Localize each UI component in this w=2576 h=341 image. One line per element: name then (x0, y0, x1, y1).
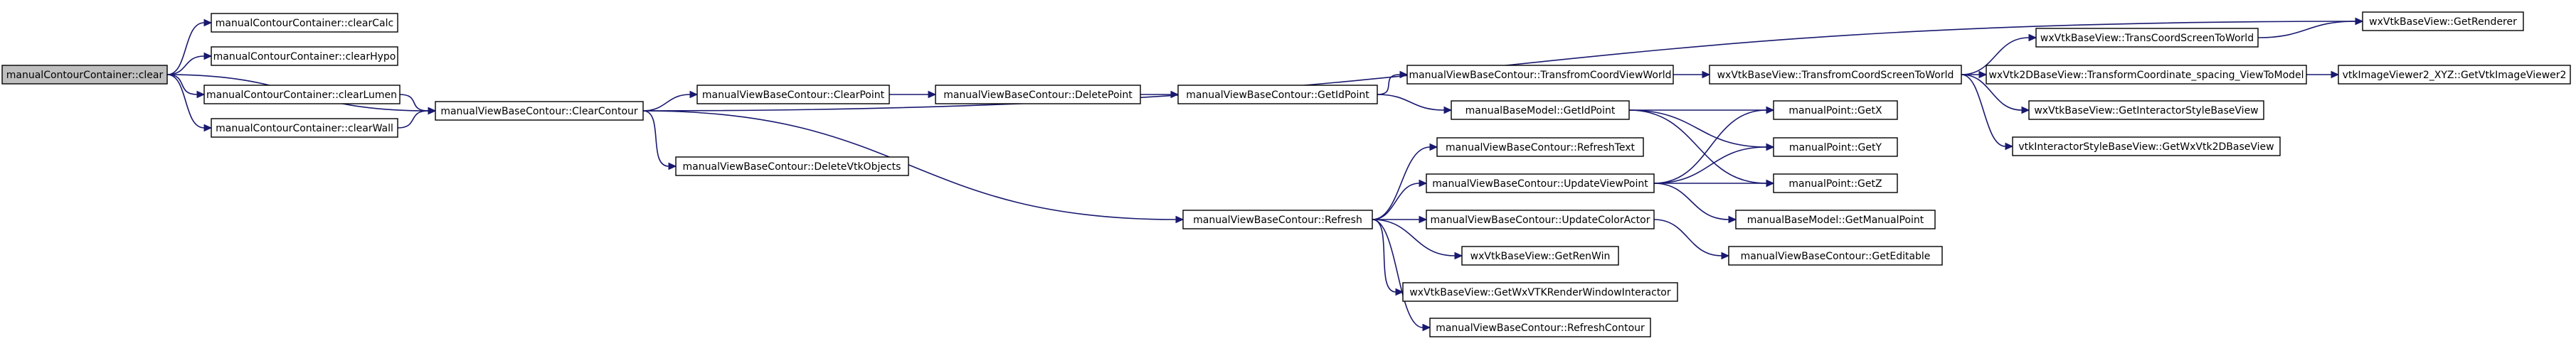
node-GetY[interactable]: manualPoint::GetY (1773, 137, 1898, 157)
edge-ClearContour-to-DeleteVtkObjects (642, 110, 677, 170)
node-label: manualViewBaseContour::RefreshContour (1436, 323, 1645, 334)
node-GetEditable[interactable]: manualViewBaseContour::GetEditable (1728, 246, 1943, 266)
node-GetIdPoint-model[interactable]: manualBaseModel::GetIdPoint (1451, 100, 1630, 120)
edge-Refresh-to-UpdateViewPoint (1372, 179, 1428, 220)
edge-Refresh-to-GetRenWin (1372, 219, 1463, 260)
node-TransfromCoordViewWorld[interactable]: manualViewBaseContour::TransfromCoordVie… (1406, 65, 1674, 85)
edge-GetIdPoint-to-TransformCoordViewWorld (1377, 70, 1409, 95)
edge-GetIdPoint2-to-GetY (1628, 109, 1775, 151)
edge-UpdateViewPoint-to-GetY (1653, 143, 1775, 184)
node-label: manualBaseModel::GetIdPoint (1465, 105, 1616, 117)
node-GetIdPoint[interactable]: manualViewBaseContour::GetIdPoint (1177, 85, 1378, 104)
node-label: vtkInteractorStyleBaseView::GetWxVtk2DBa… (2018, 141, 2274, 153)
edge-clear-to-clearWall (166, 74, 213, 132)
edge-TransformCoordViewWorld-to-TransCoordScreenToWorld (1673, 70, 1711, 79)
edge-Refresh-to-RefreshText (1372, 143, 1438, 220)
node-TransfromCoordScreenToWorld[interactable]: wxVtkBaseView::TransfromCoordScreenToWor… (1709, 65, 1962, 85)
edge-Refresh-to-GetWxVTKRenderWindowInteractor (1372, 219, 1404, 296)
node-ClearPoint[interactable]: manualViewBaseContour::ClearPoint (696, 85, 890, 104)
edge-UpdateColorActor-to-GetEditable (1653, 219, 1730, 260)
edge-TransCoordScreenToWorld2-to-GetRenderer (2257, 17, 2364, 38)
node-clearWall[interactable]: manualContourContainer::clearWall (211, 118, 398, 138)
node-label: manualBaseModel::GetManualPoint (1747, 215, 1924, 226)
node-GetRenderer[interactable]: wxVtkBaseView::GetRenderer (2362, 11, 2524, 31)
node-label: manualPoint::GetX (1788, 105, 1882, 117)
node-GetWxVtk2DBaseView[interactable]: vtkInteractorStyleBaseView::GetWxVtk2DBa… (2012, 136, 2281, 156)
edge-clear-to-clearLumen (166, 74, 206, 99)
node-UpdateViewPoint[interactable]: manualViewBaseContour::UpdateViewPoint (1426, 173, 1655, 193)
node-label: manualViewBaseContour::DeleteVtkObjects (683, 161, 901, 173)
node-label: wxVtkBaseView::GetInteractorStyleBaseVie… (2034, 105, 2258, 117)
edge-Refresh-to-RefreshContour (1372, 219, 1431, 332)
edge-TransCoordScreenToWorld-to-GetInteractorStyleBaseView (1961, 74, 2030, 114)
node-clearCalc[interactable]: manualContourContainer::clearCalc (211, 13, 398, 33)
node-label: wxVtkBaseView::TransCoordScreenToWorld (2040, 33, 2254, 44)
node-label: manualViewBaseContour::UpdateColorActor (1431, 215, 1650, 226)
edge-TransCoordScreenToWorld-to-GetWxVtk2DBaseView (1961, 74, 2014, 151)
node-GetManualPoint[interactable]: manualBaseModel::GetManualPoint (1735, 210, 1936, 229)
edge-TransformCoordinate-to-GetVtkImageViewer (2306, 70, 2340, 79)
node-Refresh[interactable]: manualViewBaseContour::Refresh (1182, 210, 1373, 229)
node-GetInteractorStyleBaseView[interactable]: wxVtkBaseView::GetInteractorStyleBaseVie… (2028, 100, 2264, 120)
node-label: manualContourContainer::clearLumen (206, 90, 397, 101)
node-DeleteVtkObjects[interactable]: manualViewBaseContour::DeleteVtkObjects (675, 156, 909, 176)
node-GetRenWin[interactable]: wxVtkBaseView::GetRenWin (1461, 246, 1619, 266)
node-GetVtkImageViewer2[interactable]: vtkImageViewer2_XYZ::GetVtkImageViewer2 (2338, 65, 2571, 85)
node-clear[interactable]: manualContourContainer::clear (1, 65, 168, 85)
node-RefreshContour[interactable]: manualViewBaseContour::RefreshContour (1429, 318, 1651, 337)
edge-TransCoordScreenToWorld-to-TransCoordScreenToWorld2 (1961, 33, 2037, 75)
node-label: manualViewBaseContour::ClearPoint (702, 90, 885, 101)
node-label: manualPoint::GetY (1789, 142, 1882, 153)
edge-clear-to-clearHypo (166, 52, 213, 75)
node-label: manualContourContainer::clearWall (216, 123, 393, 134)
node-label: manualViewBaseContour::UpdateViewPoint (1432, 178, 1648, 190)
edge-UpdateViewPoint-to-GetX (1653, 106, 1775, 184)
node-label: manualPoint::GetZ (1788, 178, 1882, 190)
node-DeletePoint[interactable]: manualViewBaseContour::DeletePoint (935, 85, 1141, 104)
node-clearHypo[interactable]: manualContourContainer::clearHypo (211, 46, 398, 66)
node-label: wxVtkBaseView::GetRenderer (2369, 16, 2517, 28)
edge-clear-to-clearCalc (166, 18, 213, 75)
node-label: manualViewBaseContour::Refresh (1193, 215, 1362, 226)
node-GetX[interactable]: manualPoint::GetX (1773, 100, 1898, 120)
node-label: manualViewBaseContour::RefreshText (1446, 142, 1636, 153)
edge-clearWall-to-ClearContour (397, 107, 437, 129)
node-label: manualContourContainer::clearCalc (216, 18, 393, 29)
edge-GetIdPoint-to-GetIdPoint2 (1377, 94, 1453, 114)
node-clearLumen[interactable]: manualContourContainer::clearLumen (203, 85, 401, 104)
edge-UpdateViewPoint-to-GetZ (1654, 179, 1775, 188)
node-label: manualViewBaseContour::DeletePoint (943, 90, 1133, 101)
node-label: manualContourContainer::clearHypo (213, 51, 396, 63)
node-RefreshText[interactable]: manualViewBaseContour::RefreshText (1436, 137, 1644, 157)
node-label: wxVtkBaseView::TransfromCoordScreenToWor… (1717, 70, 1954, 81)
edge-DeletePoint-to-GetIdPoint (1140, 90, 1180, 99)
edge-ClearContour-to-Refresh (642, 110, 1184, 224)
node-label: vtkImageViewer2_XYZ::GetVtkImageViewer2 (2343, 70, 2567, 81)
node-label: wxVtk2DBaseView::TransformCoordinate_spa… (1988, 70, 2304, 81)
node-label: manualViewBaseContour::TransfromCoordVie… (1409, 70, 1671, 81)
node-label: manualViewBaseContour::GetEditable (1741, 251, 1931, 262)
edge-ClearPoint-to-DeletePoint (889, 90, 937, 99)
node-label: wxVtkBaseView::GetRenWin (1470, 251, 1611, 262)
node-TransCoordScreenToWorld[interactable]: wxVtkBaseView::TransCoordScreenToWorld (2035, 28, 2259, 48)
node-GetZ[interactable]: manualPoint::GetZ (1773, 173, 1898, 193)
node-GetWxVTKRenderWindowInteractor[interactable]: wxVtkBaseView::GetWxVTKRenderWindowInter… (1402, 282, 1678, 302)
node-ClearContour[interactable]: manualViewBaseContour::ClearContour (435, 101, 644, 121)
node-label: wxVtkBaseView::GetWxVTKRenderWindowInter… (1409, 287, 1671, 298)
edge-ClearContour-to-ClearPoint (642, 90, 699, 112)
edge-UpdateViewPoint-to-GetManualPoint (1653, 183, 1737, 224)
node-label: manualContourContainer::clear (6, 70, 164, 81)
node-TransformCoordinate[interactable]: wxVtk2DBaseView::TransformCoordinate_spa… (1986, 65, 2307, 85)
node-label: manualViewBaseContour::GetIdPoint (1186, 90, 1369, 101)
node-label: manualViewBaseContour::ClearContour (440, 106, 638, 117)
node-UpdateColorActor[interactable]: manualViewBaseContour::UpdateColorActor (1426, 210, 1655, 229)
